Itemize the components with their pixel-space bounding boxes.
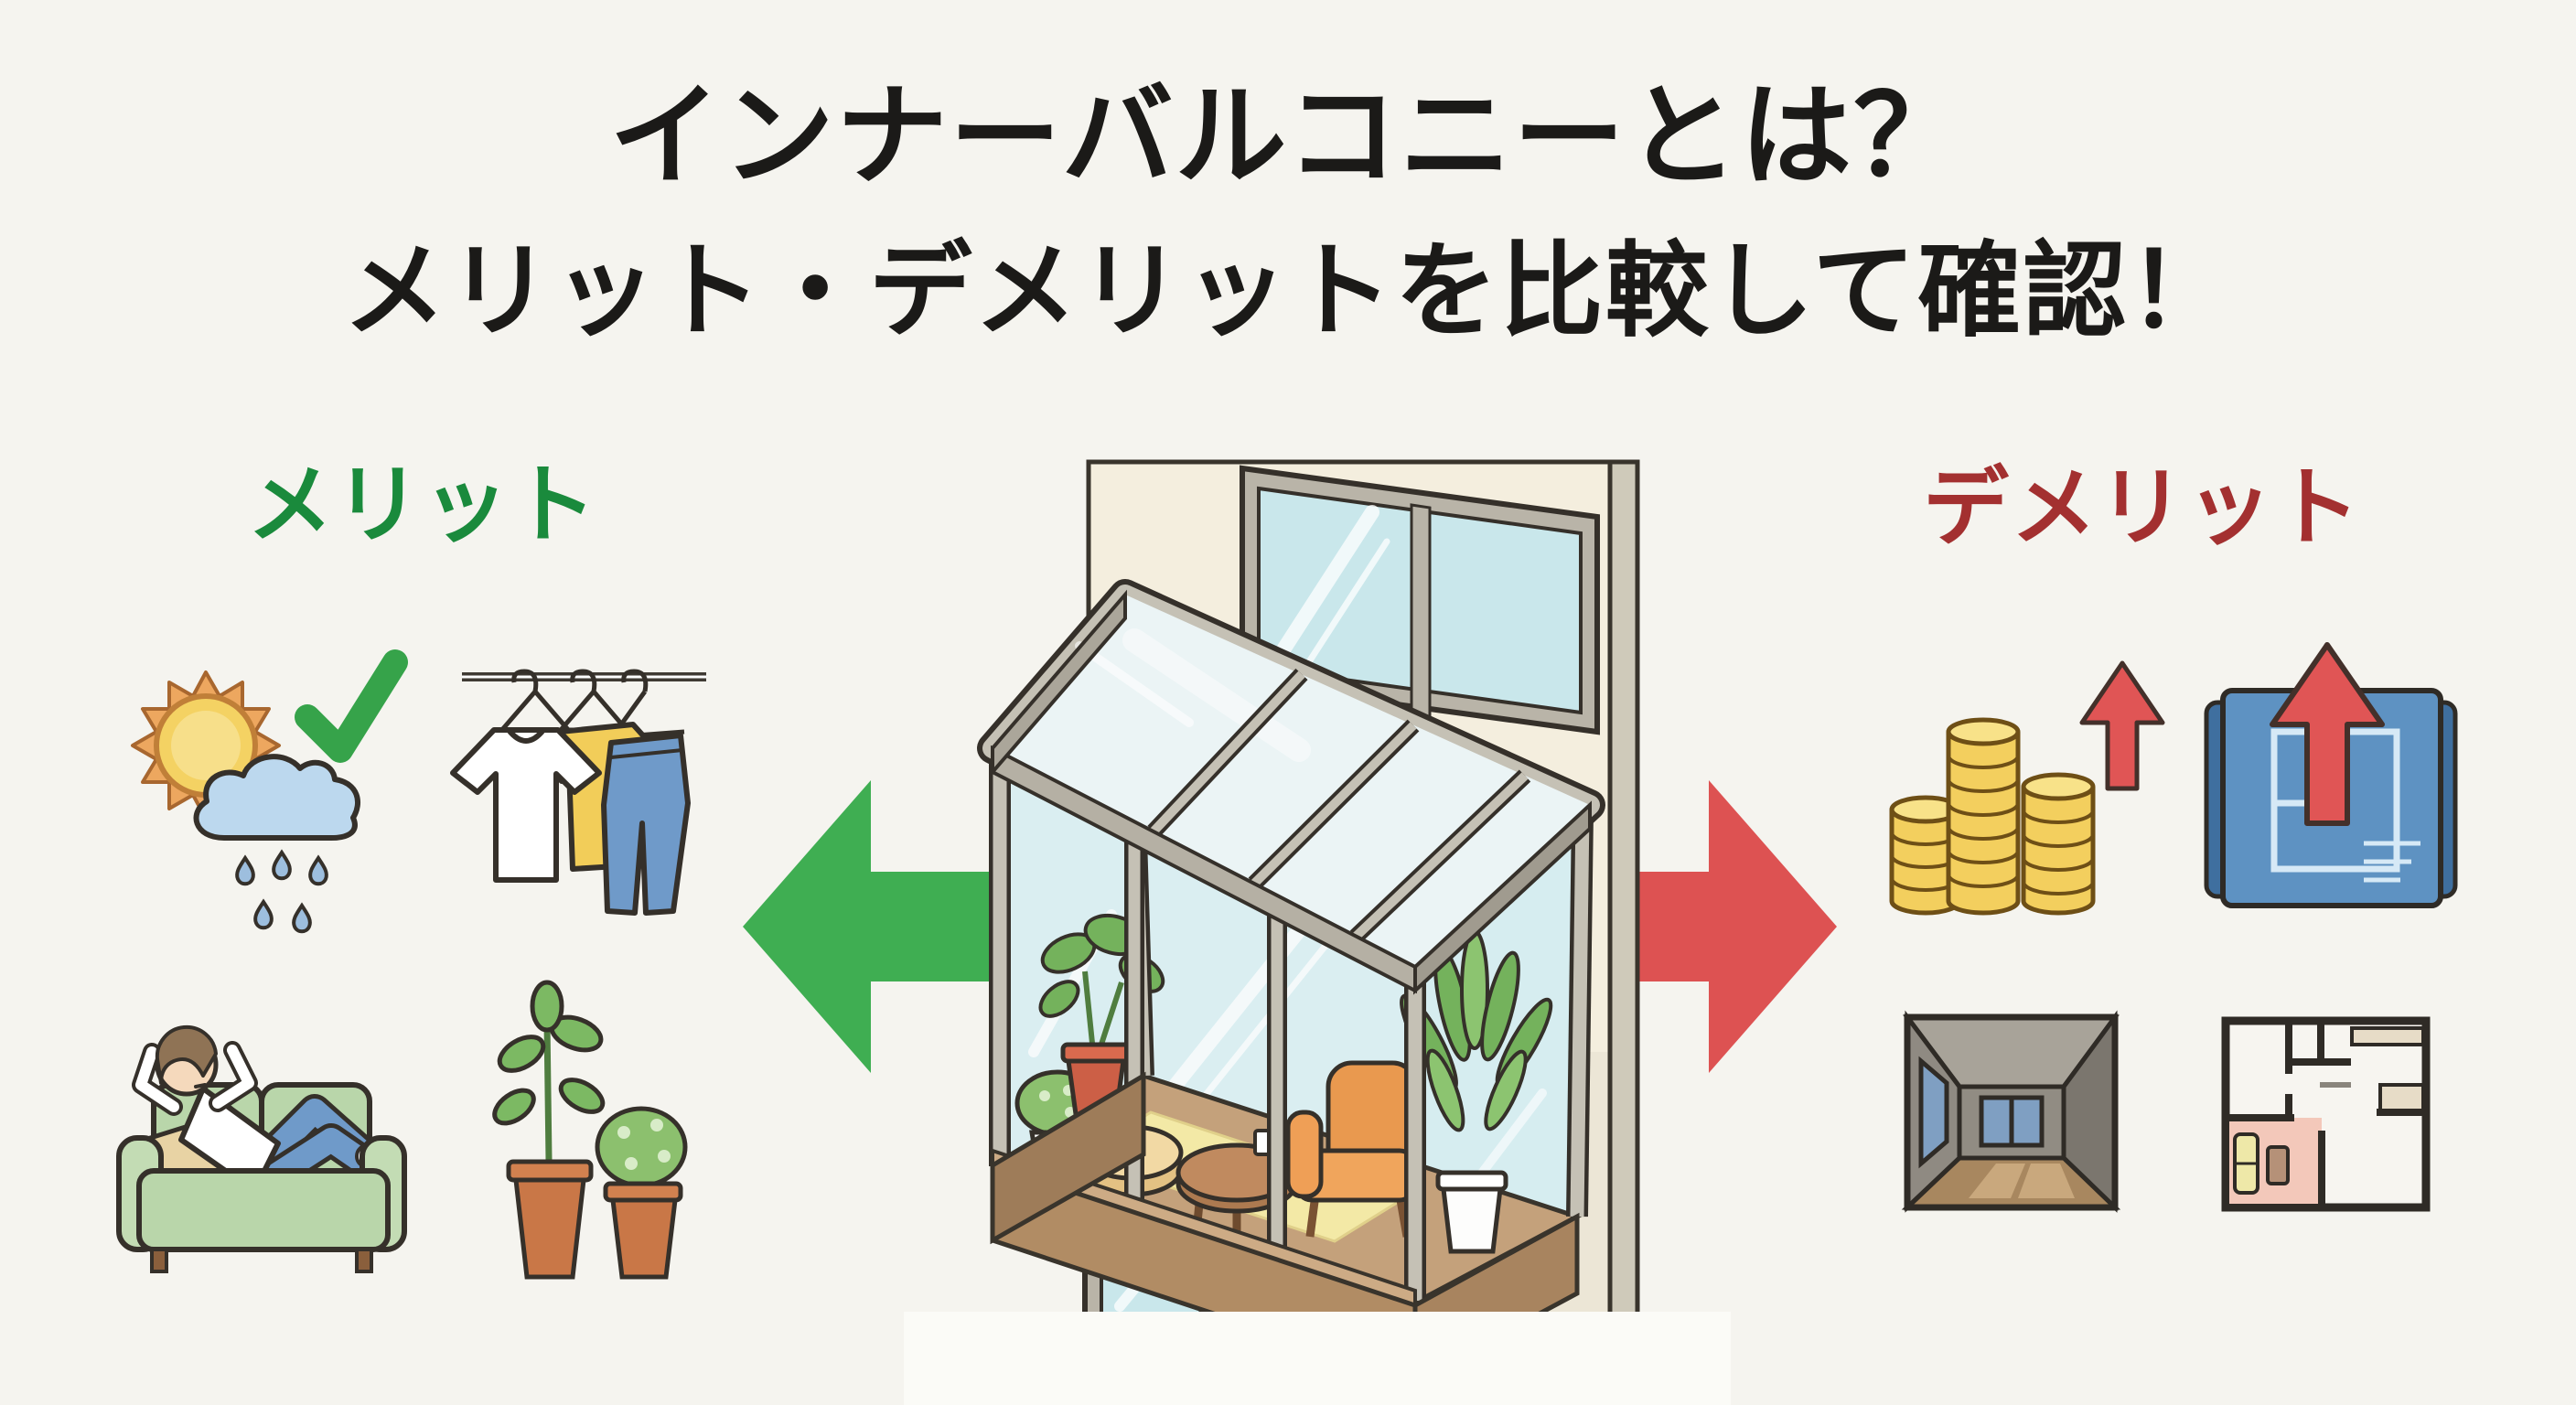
sun-core — [171, 711, 241, 780]
page-title-line1: インナーバルコニーとは？ — [608, 74, 1968, 198]
up-arrow-icon — [2079, 660, 2165, 791]
demerit-arrow-icon — [1614, 780, 1837, 1073]
upper-window — [1240, 465, 1600, 735]
balcony-armchair — [1285, 1060, 1419, 1238]
illustration-bottom-margin — [904, 1312, 1731, 1405]
dark-room-icon — [1901, 1010, 2121, 1213]
side-window — [1918, 1056, 1949, 1169]
merit-arrow-icon — [743, 780, 999, 1073]
laundry-hanging-icon — [450, 669, 706, 916]
relax-on-sofa-icon — [116, 1024, 407, 1273]
check-icon — [295, 649, 408, 763]
plan-closet — [2350, 1026, 2425, 1046]
jeans — [601, 733, 691, 916]
demerit-heading: デメリット — [1922, 459, 2362, 555]
person-relaxing — [132, 1024, 395, 1194]
balcony-tall-plant — [1400, 929, 1553, 1254]
potted-plants-icon — [492, 980, 688, 1280]
inner-balcony-illustration — [904, 459, 1731, 1405]
white-shirt — [450, 727, 602, 883]
rain-cloud — [193, 754, 361, 841]
coins-cost-up-icon — [1889, 660, 2165, 916]
merit-heading: メリット — [246, 456, 598, 552]
room-outline — [1904, 1014, 2119, 1211]
blueprint-cost-up-icon — [2204, 642, 2458, 908]
up-arrow-icon — [2270, 642, 2385, 826]
floor-plan-reduced-space-icon — [2221, 1016, 2431, 1212]
coin-stack-middle — [1946, 717, 2021, 916]
plan-closet — [2378, 1083, 2425, 1114]
floor-mat — [2018, 1164, 2075, 1198]
shirt-collar — [506, 728, 546, 744]
floor-mat — [1969, 1164, 2025, 1198]
plan-walls — [2226, 1021, 2426, 1207]
raindrops — [235, 849, 328, 934]
sun-rain-check-icon — [131, 649, 408, 934]
balcony-glass-roof — [977, 579, 1605, 995]
page-title-line2: メリット・デメリットを比較して確認！ — [342, 233, 2234, 349]
building-side-edge — [1607, 459, 1640, 1320]
coin-stack-right — [2021, 772, 2096, 916]
plan-table — [2266, 1145, 2290, 1185]
